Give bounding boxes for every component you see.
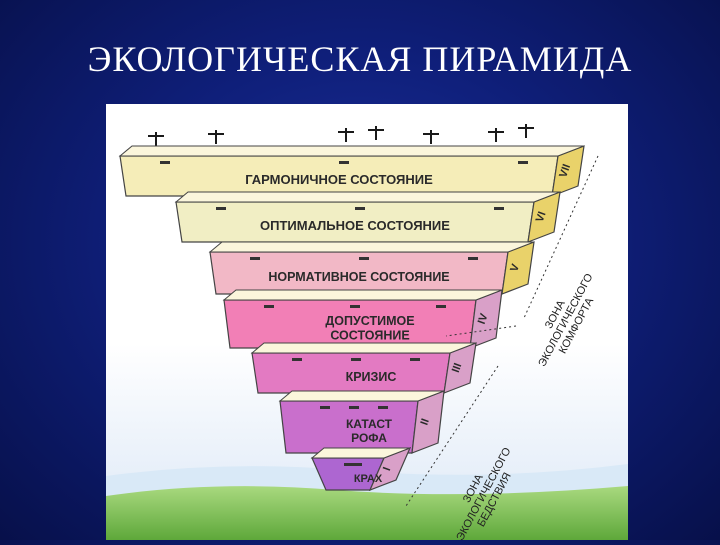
- window-mark: [518, 161, 528, 164]
- pyramid-level-3: КРИЗИС III: [250, 342, 477, 394]
- tier-numeral: VI: [534, 210, 549, 224]
- tier-label: ГАРМОНИЧНОЕ СОСТОЯНИЕ: [245, 172, 433, 187]
- window-mark: [160, 161, 170, 164]
- tier-top: [278, 390, 445, 402]
- window-mark: [320, 406, 330, 409]
- tier-label: РОФА: [351, 431, 387, 445]
- tier-top: [118, 145, 585, 157]
- window-mark: [339, 161, 349, 164]
- window-mark: [350, 305, 360, 308]
- window-mark: [378, 406, 388, 409]
- window-mark: [264, 305, 274, 308]
- tier-top: [174, 191, 561, 203]
- tier-label: ОПТИМАЛЬНОЕ СОСТОЯНИЕ: [260, 218, 450, 233]
- tier-label: НОРМАТИВНОЕ СОСТОЯНИЕ: [268, 270, 449, 284]
- window-mark: [351, 358, 361, 361]
- window-mark: [355, 207, 365, 210]
- window-mark: [494, 207, 504, 210]
- window-mark: [250, 257, 260, 260]
- tier-label: КРАХ: [354, 473, 383, 485]
- zone-brackets: [405, 155, 599, 507]
- tier-top: [208, 241, 535, 253]
- tier-numeral: II: [418, 417, 431, 427]
- slide-title: ЭКОЛОГИЧЕСКАЯ ПИРАМИДА: [87, 39, 633, 79]
- rooftop-antennas: [148, 124, 534, 146]
- tier-top: [222, 289, 503, 301]
- tier-label: СОСТОЯНИЕ: [330, 328, 409, 342]
- window-mark: [359, 257, 369, 260]
- tier-numeral: V: [508, 262, 522, 274]
- tier-numeral: III: [450, 362, 464, 375]
- window-mark: [292, 358, 302, 361]
- window-mark: [216, 207, 226, 210]
- window-mark: [410, 358, 420, 361]
- tier-label: ДОПУСТИМОЕ: [325, 314, 414, 328]
- window-mark: [468, 257, 478, 260]
- pyramid-level-6: ОПТИМАЛЬНОЕ СОСТОЯНИЕ VI: [174, 191, 561, 243]
- grass-ground: [106, 486, 628, 540]
- tier-label: КАТАСТ: [346, 417, 393, 431]
- tier-numeral: VII: [557, 163, 573, 180]
- tier-label: КРИЗИС: [346, 370, 397, 384]
- tier-numeral: I: [381, 465, 393, 472]
- pyramid-level-5: НОРМАТИВНОЕ СОСТОЯНИЕ V: [208, 241, 535, 295]
- window-mark: [349, 406, 359, 409]
- pyramid-level-7: ГАРМОНИЧНОЕ СОСТОЯНИЕ VII: [118, 145, 585, 197]
- tier-numeral: IV: [476, 311, 491, 325]
- bracket-line: [445, 325, 517, 337]
- tier-top: [310, 447, 411, 459]
- window-mark: [436, 305, 446, 308]
- tier-top: [250, 342, 477, 354]
- window-mark: [344, 463, 354, 466]
